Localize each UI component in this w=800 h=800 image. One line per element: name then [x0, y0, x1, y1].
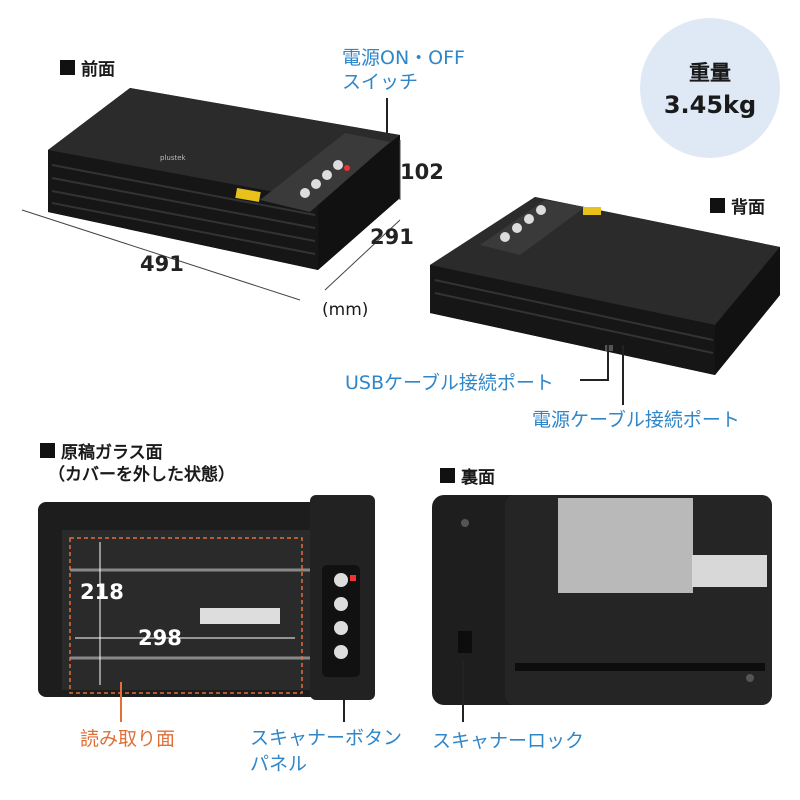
back-scanner-image [430, 197, 780, 375]
logo-text: plustek [160, 154, 187, 162]
reading-surface-leader [120, 682, 122, 722]
front-heading: 前面 [60, 55, 115, 80]
lock-leader [462, 660, 464, 722]
glass-subtitle: （カバーを外した状態） [48, 465, 235, 485]
button-panel-callout: スキャナーボタン パネル [250, 725, 402, 777]
bottom-title: 裏面 [461, 468, 495, 488]
front-title: 前面 [81, 60, 115, 80]
glass-title: 原稿ガラス面 [61, 443, 163, 463]
width-dimension: 491 [140, 252, 184, 276]
scanner-lock-callout: スキャナーロック [432, 730, 585, 752]
weight-value: 3.45kg [663, 91, 757, 119]
button-panel-leader [343, 690, 345, 722]
reading-surface-callout: 読み取り面 [80, 728, 176, 750]
square-bullet-icon [440, 468, 455, 483]
glass-height-dimension: 218 [80, 580, 124, 604]
square-bullet-icon [60, 60, 75, 75]
glass-scanner-image [38, 495, 375, 700]
power-switch-line2: スイッチ [342, 71, 419, 93]
front-scanner-image: plustek [21, 88, 401, 301]
glass-heading: 原稿ガラス面 [40, 438, 163, 463]
button-panel-line2: パネル [250, 753, 308, 775]
back-heading: 背面 [710, 193, 765, 218]
back-title: 背面 [731, 198, 765, 218]
depth-dimension: 291 [370, 225, 414, 249]
power-port-callout: 電源ケーブル接続ポート [532, 409, 740, 431]
bottom-heading: 裏面 [440, 463, 495, 488]
dimension-unit: (mm) [322, 300, 369, 320]
power-switch-callout: 電源ON・OFF スイッチ [342, 46, 465, 94]
height-dimension: 102 [400, 160, 444, 184]
usb-leader-h [580, 379, 609, 381]
square-bullet-icon [40, 443, 55, 458]
weight-badge: 重量 3.45kg [640, 18, 780, 158]
bottom-scanner-image [432, 495, 772, 705]
power-port-leader [622, 345, 624, 405]
button-panel-line1: スキャナーボタン [250, 727, 403, 749]
glass-width-dimension: 298 [138, 626, 182, 650]
weight-label: 重量 [689, 61, 731, 85]
usb-port-callout: USBケーブル接続ポート [345, 372, 554, 394]
usb-leader-v [607, 345, 609, 380]
square-bullet-icon [710, 198, 725, 213]
power-switch-line1: 電源ON・OFF [342, 47, 465, 69]
